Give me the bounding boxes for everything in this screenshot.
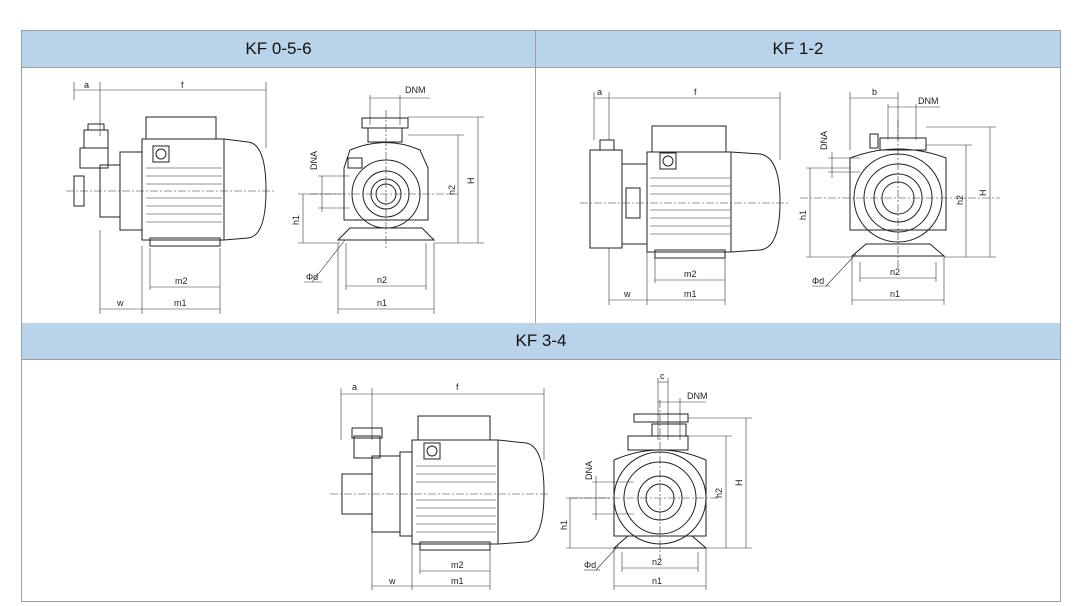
column-divider <box>535 31 536 323</box>
kf12-label-n2: n2 <box>890 267 900 277</box>
kf34-label-m2: m2 <box>451 560 464 570</box>
kf12-label-m1: m1 <box>684 289 697 299</box>
header-kf12-title: KF 1-2 <box>772 39 824 58</box>
kf12-label-h1: h1 <box>798 210 808 220</box>
kf34-label-w: w <box>388 576 396 586</box>
kf12-front-view <box>800 92 1000 305</box>
kf34-side-view <box>330 388 550 590</box>
kf056-label-m1: m1 <box>174 298 187 308</box>
header-kf12: KF 1-2 <box>536 31 1060 67</box>
kf12-label-h2: h2 <box>955 195 965 205</box>
kf12-label-phid: Φd <box>812 276 824 286</box>
kf12-label-f: f <box>694 87 697 97</box>
kf12-label-m2: m2 <box>684 269 697 279</box>
kf056-label-dnm: DNM <box>405 85 426 95</box>
kf12-label-dna: DNA <box>819 131 829 150</box>
kf056-label-n2: n2 <box>377 275 387 285</box>
kf056-label-H: H <box>466 178 476 185</box>
kf056-label-a: a <box>84 80 89 90</box>
kf34-label-h1: h1 <box>559 520 569 530</box>
kf12-label-H: H <box>978 190 988 197</box>
kf34-label-dna: DNA <box>584 461 594 480</box>
kf056-label-f: f <box>181 80 184 90</box>
kf056-label-w: w <box>116 298 124 308</box>
kf34-label-m1: m1 <box>451 576 464 586</box>
header-kf056: KF 0-5-6 <box>22 31 535 67</box>
header-kf056-title: KF 0-5-6 <box>245 39 312 58</box>
row-divider-bottom <box>22 359 1060 360</box>
kf056-label-dna: DNA <box>309 151 319 170</box>
kf12-label-b: b <box>872 87 877 97</box>
kf34-label-h2: h2 <box>714 488 724 498</box>
kf12-side-view <box>580 92 790 305</box>
kf056-front-view <box>298 95 484 314</box>
kf056-label-m2: m2 <box>175 276 188 286</box>
header-kf34: KF 3-4 <box>22 323 1060 359</box>
header-kf34-title: KF 3-4 <box>515 331 567 350</box>
kf34-label-n2: n2 <box>652 557 662 567</box>
kf34-label-phid: Φd <box>584 560 596 570</box>
kf12-label-n1: n1 <box>890 289 900 299</box>
kf34-label-H: H <box>734 480 744 487</box>
kf056-label-h2: h2 <box>447 185 457 195</box>
row-divider-top <box>22 67 1060 68</box>
kf34-label-f: f <box>456 382 459 392</box>
kf056-label-phid: Φd <box>306 272 318 282</box>
kf34-front-view <box>566 378 752 590</box>
kf34-label-n1: n1 <box>652 576 662 586</box>
kf056-label-n1: n1 <box>377 298 387 308</box>
kf34-label-a: a <box>352 382 357 392</box>
dimension-table: KF 0-5-6 KF 1-2 KF 3-4 <box>21 30 1061 602</box>
kf056-label-h1: h1 <box>291 215 301 225</box>
kf12-label-dnm: DNM <box>918 96 939 106</box>
kf12-label-a: a <box>597 87 602 97</box>
kf34-label-c: c <box>660 371 665 381</box>
kf12-label-w: w <box>623 289 631 299</box>
kf056-side-view <box>66 82 276 314</box>
kf34-label-dnm: DNM <box>687 391 708 401</box>
